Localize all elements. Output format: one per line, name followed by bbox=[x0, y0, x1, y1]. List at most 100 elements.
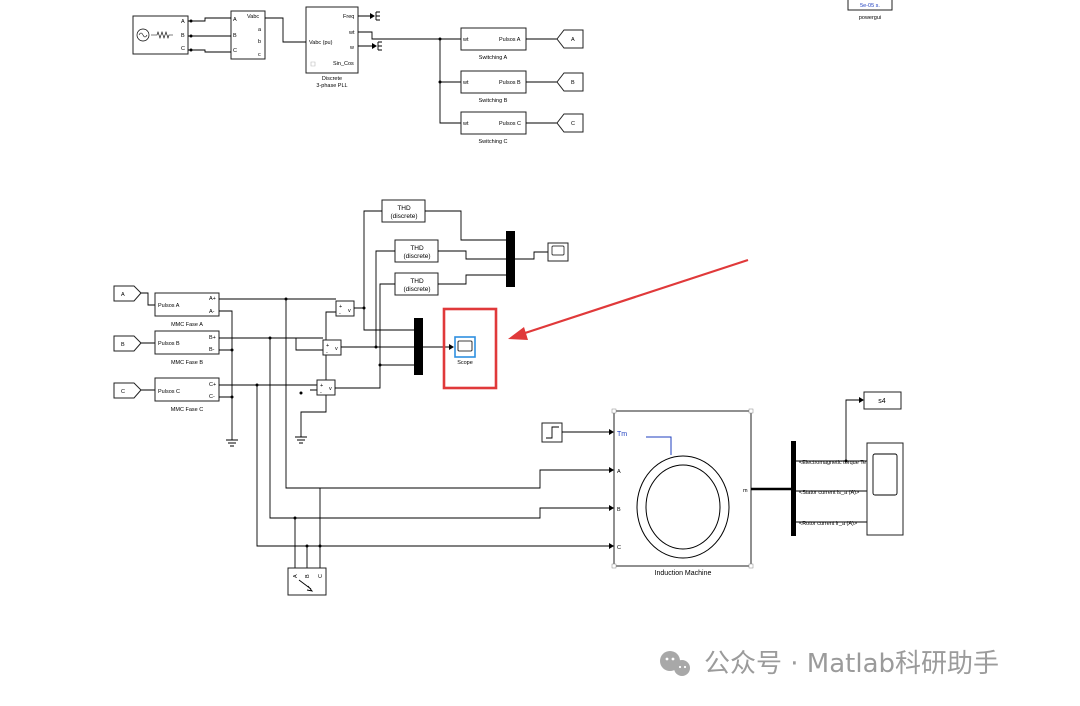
vs-b-out: v bbox=[335, 346, 338, 352]
thd-1-line1: THD bbox=[397, 205, 411, 212]
mmc-fase-a-block[interactable]: Pulsos A A+ A- MMC Fase A bbox=[154, 292, 220, 328]
machine-port-c: C bbox=[617, 545, 621, 551]
thd-3-line2: (discrete) bbox=[403, 286, 430, 293]
powergui-value: 5e-05 s. bbox=[860, 3, 880, 9]
mmc-a-label: MMC Fase A bbox=[171, 322, 203, 328]
three-phase-load-block[interactable]: A B C bbox=[287, 567, 327, 596]
machine-scope-block[interactable] bbox=[866, 442, 904, 536]
mmc-c-pos: C+ bbox=[209, 382, 216, 388]
switching-c-label: Switching C bbox=[478, 139, 507, 145]
switching-c-in: wt bbox=[462, 121, 469, 127]
mmc-fase-b-block[interactable]: Pulsos B B+ B- MMC Fase B bbox=[154, 330, 220, 366]
load-port-b: B bbox=[305, 574, 311, 578]
vmeas-in-c: C bbox=[233, 48, 237, 54]
mmc-c-label: MMC Fase C bbox=[171, 407, 203, 413]
vs-a-out: v bbox=[348, 308, 351, 314]
voltage-sensor-c[interactable]: + - v bbox=[316, 379, 336, 396]
powergui-block[interactable]: 5e-05 s. powergui bbox=[847, 0, 893, 21]
vs-b-plus: + bbox=[326, 343, 329, 349]
powergui-label: powergui bbox=[859, 15, 881, 21]
vmeas-out-b: b bbox=[258, 39, 261, 45]
pll-out-wt: wt bbox=[348, 30, 355, 36]
voltage-sensor-b[interactable]: + - v bbox=[322, 339, 342, 356]
vs-a-minus: - bbox=[339, 311, 341, 317]
pll-label-1: Discrete bbox=[322, 76, 342, 82]
machine-label: Induction Machine bbox=[655, 570, 712, 577]
vs-c-out: v bbox=[329, 386, 332, 392]
switching-a-out: Pulsos A bbox=[499, 37, 521, 43]
bus-selector[interactable] bbox=[791, 441, 796, 536]
from-c-label: C bbox=[121, 389, 125, 395]
machine-tm-port: Tm bbox=[617, 431, 627, 438]
bus-signal-rotor: <Rotor current ir_a (A)> bbox=[799, 521, 857, 527]
vs-c-plus: + bbox=[320, 383, 323, 389]
goto-b-tag[interactable]: B bbox=[556, 72, 584, 92]
highlight-arrow bbox=[508, 258, 749, 340]
mmc-a-pos: A+ bbox=[209, 296, 216, 302]
mmc-b-neg: B- bbox=[209, 347, 215, 353]
switching-b-block[interactable]: wt Pulsos B Switching B bbox=[460, 70, 527, 104]
mmc-a-in: Pulsos A bbox=[158, 303, 180, 309]
terminator-freq bbox=[370, 11, 380, 21]
voltage-sensor-a[interactable]: + - v bbox=[335, 300, 355, 317]
goto-s4-label: s4 bbox=[878, 398, 886, 405]
goto-c-label: C bbox=[571, 121, 575, 127]
switching-c-block[interactable]: wt Pulsos C Switching C bbox=[460, 111, 527, 145]
vmeas-out-c: c bbox=[258, 52, 261, 58]
from-c-tag[interactable]: C bbox=[113, 382, 142, 399]
pll-in-vabc: Vabc (pu) bbox=[309, 40, 333, 46]
thd-scope-block[interactable] bbox=[547, 242, 569, 262]
thd-mux[interactable] bbox=[506, 231, 515, 287]
thd-block-3[interactable]: THD (discrete) bbox=[394, 272, 439, 296]
goto-a-tag[interactable]: A bbox=[556, 29, 584, 49]
vmeas-in-b: B bbox=[233, 33, 237, 39]
mmc-fase-c-block[interactable]: Pulsos C C+ C- MMC Fase C bbox=[154, 377, 220, 413]
switching-a-block[interactable]: wt Pulsos A Switching A bbox=[460, 27, 527, 61]
thd-block-1[interactable]: THD (discrete) bbox=[381, 199, 426, 223]
mmc-c-neg: C- bbox=[209, 394, 215, 400]
machine-port-a: A bbox=[617, 469, 621, 475]
switching-a-in: wt bbox=[462, 37, 469, 43]
switching-b-out: Pulsos B bbox=[499, 80, 521, 86]
scope-mux[interactable] bbox=[414, 318, 423, 375]
thd-2-line1: THD bbox=[410, 245, 424, 252]
from-a-tag[interactable]: A bbox=[113, 285, 142, 302]
vi-measurement-block[interactable]: A B C Vabc a b c bbox=[230, 10, 266, 60]
terminator-w bbox=[372, 41, 382, 51]
switching-b-in: wt bbox=[462, 80, 469, 86]
vmeas-out-vabc: Vabc bbox=[247, 14, 259, 20]
switching-b-label: Switching B bbox=[479, 98, 508, 104]
ground-middle bbox=[295, 436, 307, 444]
three-phase-source-block[interactable]: A B C bbox=[132, 15, 189, 55]
thd-3-line1: THD bbox=[410, 278, 424, 285]
vmeas-in-a: A bbox=[233, 17, 237, 23]
bus-signal-stator: <Stator current is_a (A)> bbox=[799, 490, 859, 496]
goto-s4-tag[interactable]: s4 bbox=[863, 391, 902, 410]
ground-left bbox=[226, 439, 238, 447]
source-port-c: C bbox=[181, 46, 185, 52]
pll-out-freq: Freq bbox=[343, 14, 354, 20]
switching-a-label: Switching A bbox=[479, 55, 508, 61]
load-port-c: C bbox=[318, 574, 324, 578]
from-a-label: A bbox=[121, 292, 125, 298]
bus-signal-torque: <Electromagnetic torque Te (N*m)> bbox=[799, 460, 885, 466]
goto-a-label: A bbox=[571, 37, 575, 43]
scope-block[interactable]: Scope bbox=[454, 336, 476, 366]
pll-out-sincos: Sin_Cos bbox=[333, 61, 354, 67]
source-port-b: B bbox=[181, 33, 185, 39]
from-b-tag[interactable]: B bbox=[113, 335, 142, 352]
step-block[interactable] bbox=[541, 422, 563, 443]
mmc-b-label: MMC Fase B bbox=[171, 360, 203, 366]
thd-block-2[interactable]: THD (discrete) bbox=[394, 239, 439, 263]
goto-c-tag[interactable]: C bbox=[556, 113, 584, 133]
thd-1-line2: (discrete) bbox=[390, 213, 417, 220]
mmc-b-in: Pulsos B bbox=[158, 341, 180, 347]
pll-label-2: 3-phase PLL bbox=[316, 83, 347, 89]
machine-port-m: m bbox=[743, 488, 748, 494]
induction-machine-block[interactable]: Tm A B C m Induction Machine bbox=[611, 408, 754, 577]
watermark: 公众号 · Matlab科研助手 bbox=[660, 649, 999, 679]
pll-block[interactable]: Vabc (pu) Freq wt w Sin_Cos Discrete 3-p… bbox=[305, 6, 359, 89]
pll-out-w: w bbox=[349, 45, 354, 51]
mmc-b-pos: B+ bbox=[209, 335, 216, 341]
